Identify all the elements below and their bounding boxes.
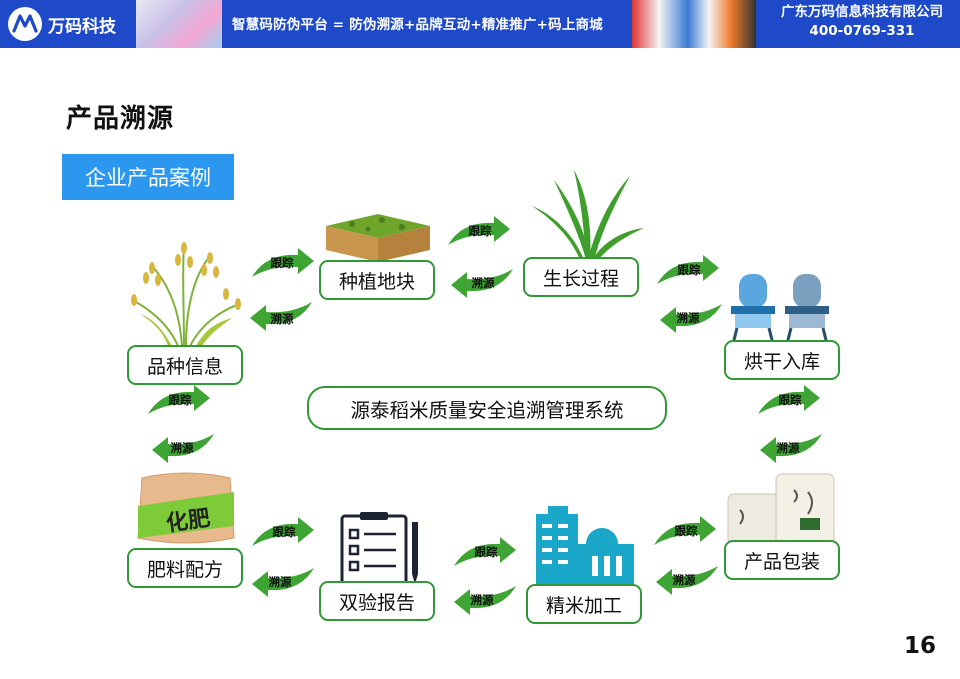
node-rice-processing: 精米加工 xyxy=(526,584,642,624)
company-phone: 400-0769-331 xyxy=(809,23,915,39)
arrow-label: 跟踪 xyxy=(273,525,296,539)
arrow-label: 溯源 xyxy=(171,441,194,455)
arrow-track-variety-planting: 跟踪 xyxy=(252,248,314,277)
node-drying-storage: 烘干入库 xyxy=(724,340,840,380)
arrow-trace-packaging-processing: 溯源 xyxy=(656,566,718,595)
arrow-label: 溯源 xyxy=(269,575,292,589)
arrow-track-growth-drying: 跟踪 xyxy=(657,255,719,284)
brand-logo[interactable]: 万码科技 xyxy=(8,6,116,42)
company-info: 广东万码信息科技有限公司 400-0769-331 xyxy=(768,3,956,41)
node-planting-plot: 种植地块 xyxy=(319,260,435,300)
case-badge: 企业产品案例 xyxy=(62,154,234,200)
arrow-track-planting-growth: 跟踪 xyxy=(448,216,510,245)
arrow-label: 溯源 xyxy=(677,311,700,325)
page-number: 16 xyxy=(904,633,937,659)
arrow-trace-drying-growth: 溯源 xyxy=(660,304,722,333)
center-system-label: 源泰稻米质量安全追溯管理系统 xyxy=(307,386,667,430)
arrow-label: 溯源 xyxy=(673,573,696,587)
arrow-label: 溯源 xyxy=(777,441,800,455)
arrow-trace-report-fertilizer: 溯源 xyxy=(252,568,314,597)
report-clipboard-illustration xyxy=(340,512,418,590)
arrow-label: 跟踪 xyxy=(675,524,698,538)
node-packaging: 产品包装 xyxy=(724,540,840,580)
grain-silo-illustration xyxy=(731,274,829,345)
brand-name: 万码科技 xyxy=(48,16,116,37)
company-name: 广东万码信息科技有限公司 xyxy=(781,4,943,20)
header-banner-image-left xyxy=(136,0,222,48)
arrow-label: 跟踪 xyxy=(469,224,492,238)
factory-illustration xyxy=(536,506,634,588)
page-title: 产品溯源 xyxy=(66,104,175,134)
arrow-label: 跟踪 xyxy=(271,256,294,270)
arrow-trace-planting-variety: 溯源 xyxy=(250,302,312,331)
soil-block-illustration xyxy=(326,214,430,262)
arrow-track-fertilizer-report: 跟踪 xyxy=(252,517,314,546)
arrow-track-processing-packaging: 跟踪 xyxy=(654,516,716,545)
node-dual-report: 双验报告 xyxy=(319,581,435,621)
node-growth-process: 生长过程 xyxy=(523,257,639,297)
arrow-track-drying-packaging: 跟踪 xyxy=(758,385,820,414)
arrow-label: 溯源 xyxy=(271,312,294,326)
rice-plant-illustration xyxy=(131,242,241,347)
arrow-label: 跟踪 xyxy=(169,393,192,407)
arrow-label: 跟踪 xyxy=(678,263,701,277)
fertilizer-bag-label: 化肥 xyxy=(165,505,212,537)
seedling-illustration xyxy=(532,170,644,260)
arrow-track-fertilizer-variety: 跟踪 xyxy=(148,385,210,414)
header-banner-image-right xyxy=(632,0,756,48)
arrow-trace-variety-fertilizer: 溯源 xyxy=(152,434,214,463)
header-slogan: 智慧码防伪平台 = 防伪溯源+品牌互动+精准推广+码上商城 xyxy=(232,17,603,33)
arrow-label: 跟踪 xyxy=(475,545,498,559)
arrow-label: 溯源 xyxy=(471,593,494,607)
fertilizer-bag-illustration: 化肥 xyxy=(137,472,235,544)
arrow-label: 跟踪 xyxy=(779,393,802,407)
rice-package-illustration xyxy=(727,473,835,545)
arrow-trace-processing-report: 溯源 xyxy=(454,586,516,615)
arrow-trace-packaging-drying: 溯源 xyxy=(760,434,822,463)
node-variety-info: 品种信息 xyxy=(127,345,243,385)
arrow-track-report-processing: 跟踪 xyxy=(454,537,516,566)
node-fertilizer-formula: 肥料配方 xyxy=(127,548,243,588)
arrow-trace-growth-planting: 溯源 xyxy=(451,269,513,298)
brand-logo-icon xyxy=(8,7,42,41)
arrow-label: 溯源 xyxy=(472,276,495,290)
